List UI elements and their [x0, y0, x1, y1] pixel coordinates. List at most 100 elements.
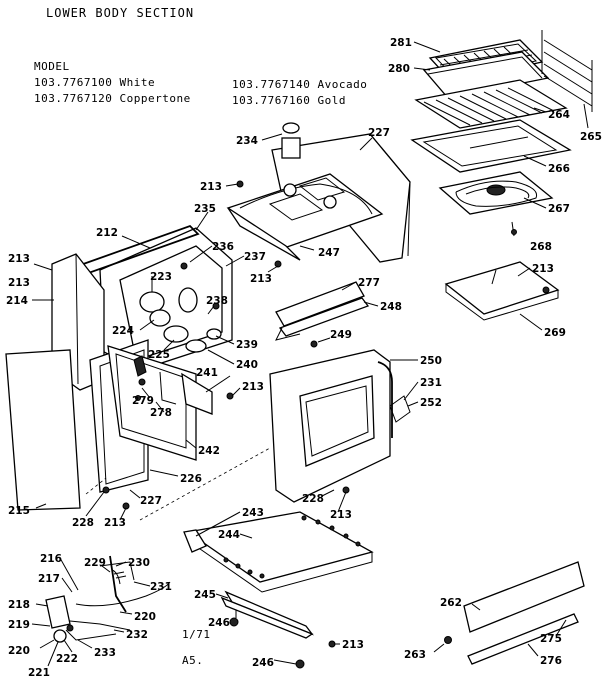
- callout-228-b: 228: [302, 493, 324, 505]
- valve-assembly: [139, 262, 222, 353]
- callout-230: 230: [128, 557, 150, 569]
- callout-231-manifold: 231: [150, 581, 172, 593]
- callout-216: 216: [40, 553, 62, 565]
- model-160: 103.7767160 Gold: [232, 94, 346, 107]
- drawer-tray-269: [444, 261, 560, 321]
- callout-217: 217: [38, 573, 60, 585]
- leveler-246a: [229, 617, 239, 627]
- callout-215: 215: [8, 505, 30, 517]
- callout-218: 218: [8, 599, 30, 611]
- callout-231-door: 231: [420, 377, 442, 389]
- callout-229: 229: [84, 557, 106, 569]
- callout-281: 281: [390, 37, 412, 49]
- callout-246-b: 246: [252, 657, 274, 669]
- callout-213-h: 213: [532, 263, 554, 275]
- callout-264: 264: [548, 109, 570, 121]
- side-panel-215: [5, 349, 81, 511]
- rail-276: [467, 613, 579, 665]
- callout-238: 238: [206, 295, 228, 307]
- callout-219: 219: [8, 619, 30, 631]
- callout-269: 269: [544, 327, 566, 339]
- burner-tray-247: [227, 207, 301, 261]
- callout-232: 232: [126, 629, 148, 641]
- callout-243: 243: [242, 507, 264, 519]
- callout-244: 244: [218, 529, 240, 541]
- bake-element-267: [438, 171, 554, 215]
- callout-225: 225: [148, 349, 170, 361]
- callout-213-a: 213: [200, 181, 222, 193]
- callout-224: 224: [112, 325, 134, 337]
- callout-241: 241: [196, 367, 218, 379]
- callout-213-e: 213: [242, 381, 264, 393]
- rack-supports-265: [541, 30, 593, 112]
- callout-236: 236: [212, 241, 234, 253]
- callout-221: 221: [28, 667, 50, 679]
- callout-248: 248: [380, 301, 402, 313]
- callout-240: 240: [236, 359, 258, 371]
- callout-213-i: 213: [342, 639, 364, 651]
- model-label: MODEL: [34, 60, 70, 73]
- callout-277: 277: [358, 277, 380, 289]
- callout-227-top: 227: [368, 127, 390, 139]
- burner-box-227: [226, 122, 411, 263]
- model-140: 103.7767140 Avocado: [232, 78, 368, 91]
- callout-247: 247: [318, 247, 340, 259]
- callout-252: 252: [420, 397, 442, 409]
- callout-280: 280: [388, 63, 410, 75]
- callout-233: 233: [94, 647, 116, 659]
- callout-262: 262: [440, 597, 462, 609]
- callout-266: 266: [548, 163, 570, 175]
- page-title: LOWER BODY SECTION: [46, 6, 195, 20]
- callout-213-b: 213: [250, 273, 272, 285]
- oven-rack-264: [414, 79, 568, 129]
- callout-279: 279: [132, 395, 154, 407]
- callout-235: 235: [194, 203, 216, 215]
- callout-220-b: 220: [134, 611, 156, 623]
- model-100: 103.7767100 White: [34, 76, 156, 89]
- callout-239: 239: [236, 339, 258, 351]
- shield-241: [181, 372, 213, 415]
- callout-242: 242: [198, 445, 220, 457]
- panel-242: [107, 345, 197, 461]
- rear-panel-235: [99, 227, 233, 371]
- footer-date: 1/71: [182, 628, 211, 641]
- callout-222: 222: [56, 653, 78, 665]
- callout-214: 214: [6, 295, 28, 307]
- footer-code: A5.: [182, 654, 204, 667]
- screws-213: [102, 180, 550, 648]
- callout-213-c: 213: [8, 277, 30, 289]
- callout-228-a: 228: [72, 517, 94, 529]
- kick-panel-262: [463, 561, 585, 633]
- callout-227-b: 227: [140, 495, 162, 507]
- callout-234: 234: [236, 135, 258, 147]
- callout-275: 275: [540, 633, 562, 645]
- callout-246-a: 246: [208, 617, 230, 629]
- gas-manifold: [45, 555, 171, 643]
- vent-trim-277: [275, 281, 370, 341]
- callout-213-d: 213: [8, 253, 30, 265]
- bracket-243: [183, 529, 207, 553]
- screw-263: [444, 636, 452, 644]
- callout-212: 212: [96, 227, 118, 239]
- oven-door-frame-250: [269, 349, 393, 503]
- model-120: 103.7767120 Coppertone: [34, 92, 191, 105]
- callout-268: 268: [530, 241, 552, 253]
- screw-249: [310, 340, 318, 348]
- callout-263: 263: [404, 649, 426, 661]
- front-trim-245: [220, 590, 314, 639]
- callout-278: 278: [150, 407, 172, 419]
- leveler-246b: [295, 659, 305, 669]
- callout-226: 226: [180, 473, 202, 485]
- callout-265: 265: [580, 131, 602, 143]
- callout-223: 223: [150, 271, 172, 283]
- callout-213-g: 213: [330, 509, 352, 521]
- callout-245: 245: [194, 589, 216, 601]
- callout-220-a: 220: [8, 645, 30, 657]
- callout-276: 276: [540, 655, 562, 667]
- callout-213-f: 213: [104, 517, 126, 529]
- leader-lines: [31, 41, 589, 667]
- oven-bottom-266: [410, 119, 572, 173]
- callout-267: 267: [548, 203, 570, 215]
